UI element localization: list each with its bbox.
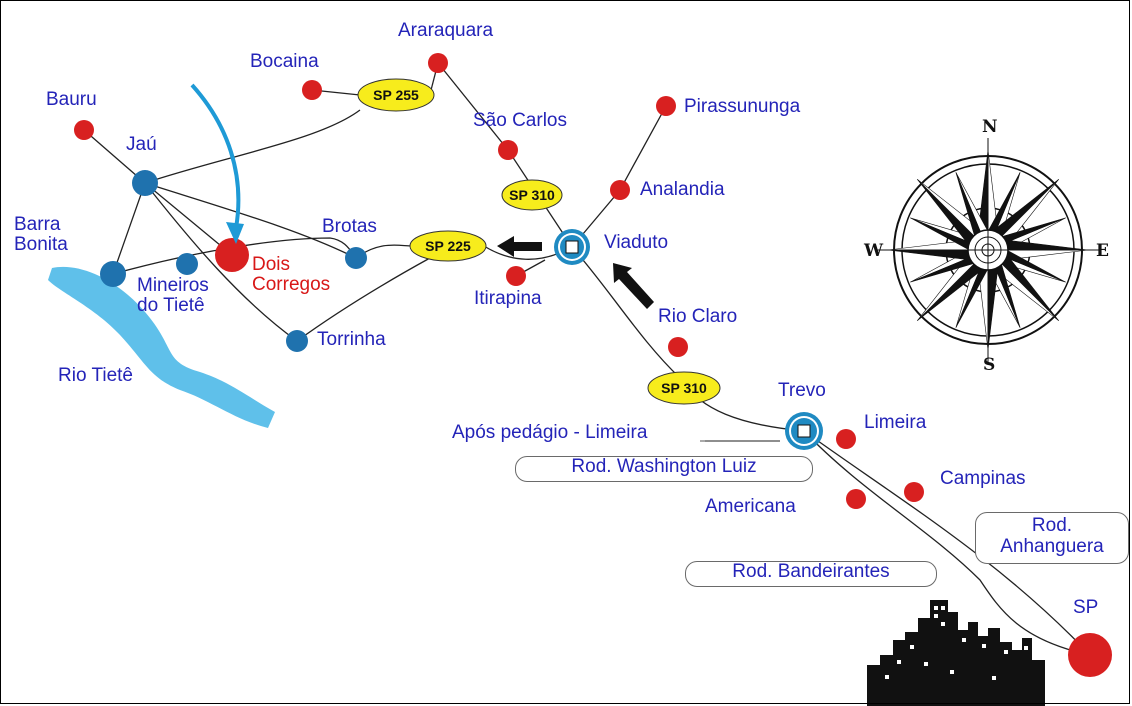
road-jau-sp255	[144, 109, 361, 184]
city-marker-barra-bonita	[100, 261, 126, 287]
compass-s-label: S	[983, 355, 995, 375]
river-tiete	[48, 266, 275, 428]
label-bauru: Bauru	[46, 89, 97, 110]
city-marker-brotas	[345, 247, 367, 269]
label-sp: SP	[1073, 597, 1099, 618]
label-apos-pedagio: Após pedágio - Limeira	[452, 422, 648, 443]
city-marker-sp	[1068, 633, 1112, 677]
city-marker-pirassununga	[656, 96, 676, 116]
shield-sp225: SP 225	[425, 238, 471, 254]
road-bauru-jau	[83, 129, 146, 184]
junction-viaduto	[554, 229, 590, 265]
label-viaduto: Viaduto	[604, 232, 669, 253]
junction-trevo	[785, 412, 823, 450]
road-araraquara-saocarlos	[437, 62, 509, 151]
label-rio-tiete: Rio Tietê	[58, 365, 133, 386]
shield-ellipses	[357, 78, 721, 405]
city-marker-sao-carlos	[498, 140, 518, 160]
blue-city-markers	[100, 170, 367, 352]
road-pirassununga-viaduto	[571, 105, 667, 248]
road-jau-barra	[112, 182, 146, 275]
shield-sp310-top-shape	[501, 179, 563, 211]
label-torrinha: Torrinha	[317, 329, 386, 350]
label-itirapina: Itirapina	[474, 288, 542, 309]
label-campinas: Campinas	[940, 468, 1026, 489]
label-americana: Americana	[705, 496, 796, 517]
shield-sp225-shape	[409, 230, 487, 262]
label-jau: Jaú	[126, 134, 157, 155]
roads	[83, 62, 1091, 656]
label-brotas: Brotas	[322, 216, 377, 237]
city-marker-rio-claro	[668, 337, 688, 357]
city-marker-analandia	[610, 180, 630, 200]
shield-sp255: SP 255	[373, 87, 419, 103]
compass-e-label: E	[1096, 241, 1109, 261]
direction-arrow-icon	[497, 236, 654, 309]
shield-sp255-shape	[357, 78, 435, 112]
label-araraquara: Araraquara	[398, 20, 494, 41]
road-trevo-sp	[803, 430, 1091, 656]
road-jau-torrinha	[144, 182, 298, 342]
label-barra-bonita: Barra Bonita	[14, 214, 68, 255]
label-limeira: Limeira	[864, 412, 927, 433]
city-marker-bauru	[74, 120, 94, 140]
city-marker-itirapina	[506, 266, 526, 286]
shield-sp310-bottom-shape	[647, 371, 721, 405]
road-americana-sp	[803, 430, 1091, 656]
shield-sp310-top: SP 310	[509, 187, 555, 203]
city-marker-jau	[132, 170, 158, 196]
road-box-anhanguera: Rod. Anhanguera	[975, 512, 1129, 564]
road-box-washington-luiz: Rod. Washington Luiz	[515, 456, 813, 482]
city-skyline-icon	[867, 600, 1045, 706]
label-trevo: Trevo	[778, 380, 826, 401]
compass-n-label: N	[982, 117, 998, 137]
road-jau-brotas	[144, 182, 357, 259]
road-barra-brotas	[112, 237, 357, 275]
city-marker-dois-corregos	[215, 238, 249, 272]
compass-rose-icon: N S W E	[863, 117, 1109, 375]
road-box-bandeirantes: Rod. Bandeirantes	[685, 561, 937, 587]
label-analandia: Analandia	[640, 179, 725, 200]
city-marker-limeira	[836, 429, 856, 449]
city-marker-bocaina	[302, 80, 322, 100]
city-marker-americana	[846, 489, 866, 509]
road-jau-dois	[144, 182, 233, 256]
city-marker-campinas	[904, 482, 924, 502]
curved-arrow-icon	[190, 83, 244, 244]
shield-sp310-bottom: SP 310	[661, 380, 707, 396]
city-marker-torrinha	[286, 330, 308, 352]
road-torrinha-sp225	[296, 257, 431, 342]
label-dois-corregos: Dois Corregos	[252, 254, 331, 295]
label-bocaina: Bocaina	[250, 51, 319, 72]
label-rio-claro: Rio Claro	[658, 306, 738, 327]
label-pirassununga: Pirassununga	[684, 96, 801, 117]
city-marker-mineiros	[176, 253, 198, 275]
label-sao-carlos: São Carlos	[473, 110, 567, 131]
label-mineiros: Mineiros do Tietê	[137, 275, 209, 316]
city-marker-araraquara	[428, 53, 448, 73]
red-city-markers	[74, 53, 1112, 677]
compass-w-label: W	[863, 241, 884, 261]
